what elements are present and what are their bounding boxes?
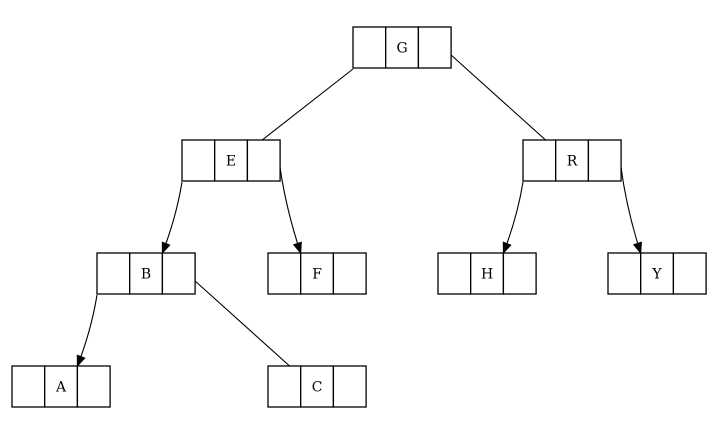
tree-node-a: A bbox=[11, 365, 111, 408]
edge-e-b bbox=[161, 181, 183, 254]
right-pointer-cell bbox=[332, 252, 367, 295]
node-label: E bbox=[226, 154, 236, 170]
key-cell bbox=[44, 365, 79, 408]
arrowhead-r-y bbox=[632, 241, 642, 255]
arrowhead-b-a bbox=[76, 354, 86, 368]
arrowhead-e-f bbox=[292, 241, 302, 255]
key-cell bbox=[300, 365, 335, 408]
tree-node-c: C bbox=[267, 365, 367, 408]
right-pointer-cell bbox=[502, 252, 537, 295]
right-pointer-cell bbox=[161, 252, 196, 295]
right-pointer-cell bbox=[246, 139, 281, 182]
edge-r-y bbox=[620, 167, 642, 254]
edges-layer bbox=[76, 54, 642, 377]
tree-node-f: F bbox=[267, 252, 367, 295]
right-pointer-cell bbox=[417, 26, 452, 69]
node-label: H bbox=[481, 267, 493, 283]
arrowhead-r-h bbox=[502, 241, 512, 255]
right-pointer-cell bbox=[672, 252, 707, 295]
key-cell bbox=[385, 26, 420, 69]
tree-node-e: E bbox=[181, 139, 281, 182]
tree-node-b: B bbox=[96, 252, 196, 295]
left-pointer-cell bbox=[437, 252, 472, 295]
left-pointer-cell bbox=[267, 252, 302, 295]
node-label: C bbox=[312, 380, 323, 396]
node-label: F bbox=[312, 267, 322, 283]
left-pointer-cell bbox=[181, 139, 216, 182]
edge-r-h bbox=[502, 181, 524, 254]
edge-g-r bbox=[450, 54, 558, 151]
right-pointer-cell bbox=[587, 139, 622, 182]
edge-b-a bbox=[76, 294, 98, 367]
node-label: Y bbox=[651, 267, 662, 283]
left-pointer-cell bbox=[352, 26, 387, 69]
left-pointer-cell bbox=[11, 365, 46, 408]
key-cell bbox=[214, 139, 249, 182]
left-pointer-cell bbox=[607, 252, 642, 295]
node-label: A bbox=[55, 380, 67, 396]
left-pointer-cell bbox=[522, 139, 557, 182]
tree-node-y: Y bbox=[607, 252, 707, 295]
node-label: B bbox=[141, 267, 151, 283]
left-pointer-cell bbox=[267, 365, 302, 408]
nodes-layer: G E R B F H Y A C bbox=[11, 26, 707, 408]
tree-node-g: G bbox=[352, 26, 452, 69]
right-pointer-cell bbox=[76, 365, 111, 408]
left-pointer-cell bbox=[96, 252, 131, 295]
arrowhead-e-b bbox=[161, 241, 171, 255]
tree-node-r: R bbox=[522, 139, 622, 182]
node-label: G bbox=[396, 41, 407, 57]
tree-node-h: H bbox=[437, 252, 537, 295]
node-label: R bbox=[567, 154, 578, 170]
edge-e-f bbox=[279, 167, 302, 254]
edge-g-e bbox=[249, 68, 354, 151]
right-pointer-cell bbox=[332, 365, 367, 408]
edge-b-c bbox=[194, 280, 302, 377]
